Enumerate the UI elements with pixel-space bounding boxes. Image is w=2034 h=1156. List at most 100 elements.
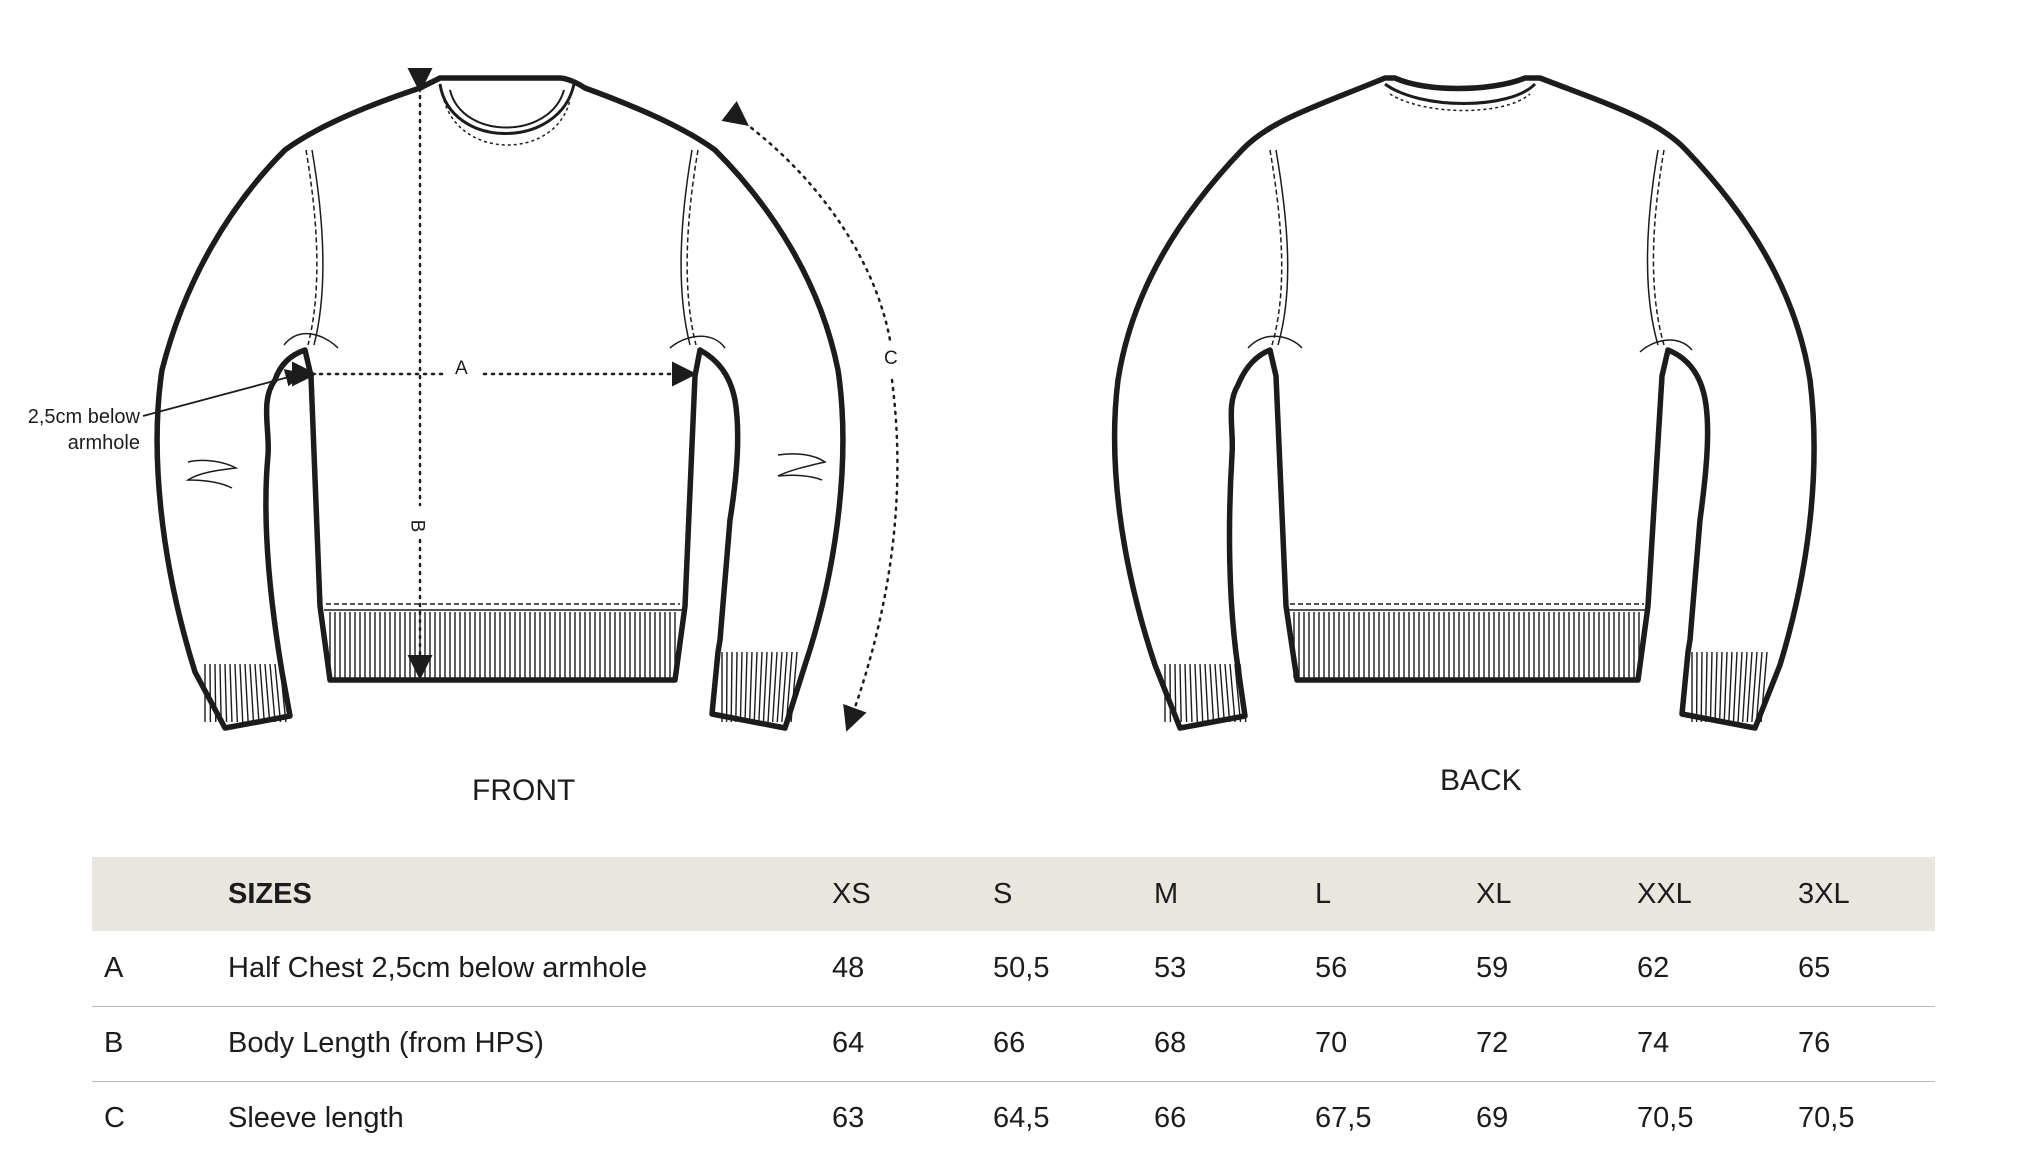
dimension-a-label: A [455,358,468,380]
rib-stripe [1710,652,1712,722]
dimension-c-label: C [884,348,898,370]
rib-stripe [754,652,757,722]
row-value: 48 [832,931,993,1006]
size-chart-table: SIZES XS S M L XL XXL 3XL A Half Chest 2… [92,857,1935,1156]
rib-stripe [240,664,243,722]
rib-stripe [230,664,232,722]
rib-stripe [782,652,787,722]
size-header-m: M [1154,857,1315,931]
rib-stripe [745,652,747,722]
row-value: 59 [1476,931,1637,1006]
row-value: 76 [1798,1006,1935,1081]
row-label: Body Length (from HPS) [228,1006,832,1081]
size-header-xs: XS [832,857,993,931]
armhole-note: 2,5cm below armhole [10,404,140,456]
front-view-label: FRONT [472,774,575,808]
rib-stripe [1733,652,1737,722]
rib-stripe [1190,664,1192,722]
rib-stripe [1720,652,1722,722]
row-value: 65 [1798,931,1935,1006]
table-row: C Sleeve length 63 64,5 66 67,5 69 70,5 … [92,1081,1935,1156]
row-value: 74 [1637,1006,1798,1081]
rib-stripe [1729,652,1732,722]
rib-stripe [1701,652,1702,722]
row-value: 66 [993,1006,1154,1081]
rib-stripe [740,652,742,722]
table-row: B Body Length (from HPS) 64 66 68 70 72 … [92,1006,1935,1081]
rib-stripe [235,664,237,722]
rib-stripe [1230,664,1235,722]
row-value: 64,5 [993,1081,1154,1156]
rib-stripe [1706,652,1707,722]
rib-stripe [1225,664,1230,722]
armhole-pointer-line [143,374,300,416]
back-right-cuff-ribbing [1692,652,1767,722]
rib-stripe [773,652,777,722]
row-value: 69 [1476,1081,1637,1156]
row-code: C [92,1081,228,1156]
rib-stripe [1200,664,1203,722]
sweatshirt-diagram [0,0,2034,840]
row-value: 70,5 [1637,1081,1798,1156]
armhole-note-line2: armhole [10,430,140,456]
rib-stripe [245,664,248,722]
rib-stripe [1180,664,1181,722]
row-label: Half Chest 2,5cm below armhole [228,931,832,1006]
rib-stripe [759,652,762,722]
row-value: 72 [1476,1006,1637,1081]
rib-stripe [270,664,275,722]
row-value: 68 [1154,1006,1315,1081]
size-header-3xl: 3XL [1798,857,1935,931]
size-header-s: S [993,857,1154,931]
row-value: 66 [1154,1081,1315,1156]
row-value: 70,5 [1798,1081,1935,1156]
rib-stripe [1210,664,1214,722]
row-value: 50,5 [993,931,1154,1006]
armhole-note-line1: 2,5cm below [10,404,140,430]
row-value: 67,5 [1315,1081,1476,1156]
row-value: 63 [832,1081,993,1156]
sizes-header: SIZES [228,857,832,931]
rib-stripe [768,652,772,722]
row-value: 53 [1154,931,1315,1006]
row-code: A [92,931,228,1006]
row-value: 64 [832,1006,993,1081]
back-waistband-ribbing [1294,612,1639,678]
rib-stripe [1220,664,1224,722]
rib-stripe [1185,664,1187,722]
rib-stripe [777,652,782,722]
header-empty-cell [92,857,228,931]
table-header-row: SIZES XS S M L XL XXL 3XL [92,857,1935,931]
row-value: 70 [1315,1006,1476,1081]
dimension-b-label: B [405,520,427,533]
rib-stripe [1215,664,1219,722]
rib-stripe [736,652,737,722]
rib-stripe [1175,664,1176,722]
rib-stripe [1743,652,1747,722]
row-code: B [92,1006,228,1081]
table-row: A Half Chest 2,5cm below armhole 48 50,5… [92,931,1935,1006]
rib-stripe [731,652,732,722]
rib-stripe [1724,652,1727,722]
front-right-cuff-ribbing [722,652,797,722]
rib-stripe [250,664,254,722]
rib-stripe [265,664,270,722]
rib-stripe [255,664,259,722]
row-value: 62 [1637,931,1798,1006]
rib-stripe [1752,652,1757,722]
rib-stripe [225,664,227,722]
size-header-xxl: XXL [1637,857,1798,931]
rib-stripe [750,652,752,722]
rib-stripe [1195,664,1197,722]
row-value: 56 [1315,931,1476,1006]
rib-stripe [1205,664,1208,722]
size-header-l: L [1315,857,1476,931]
front-waistband-ribbing [330,612,675,678]
rib-stripe [215,664,216,722]
row-label: Sleeve length [228,1081,832,1156]
rib-stripe [1747,652,1752,722]
rib-stripe [260,664,264,722]
back-left-cuff-ribbing [1165,664,1246,722]
size-header-xl: XL [1476,857,1637,931]
rib-stripe [1738,652,1742,722]
